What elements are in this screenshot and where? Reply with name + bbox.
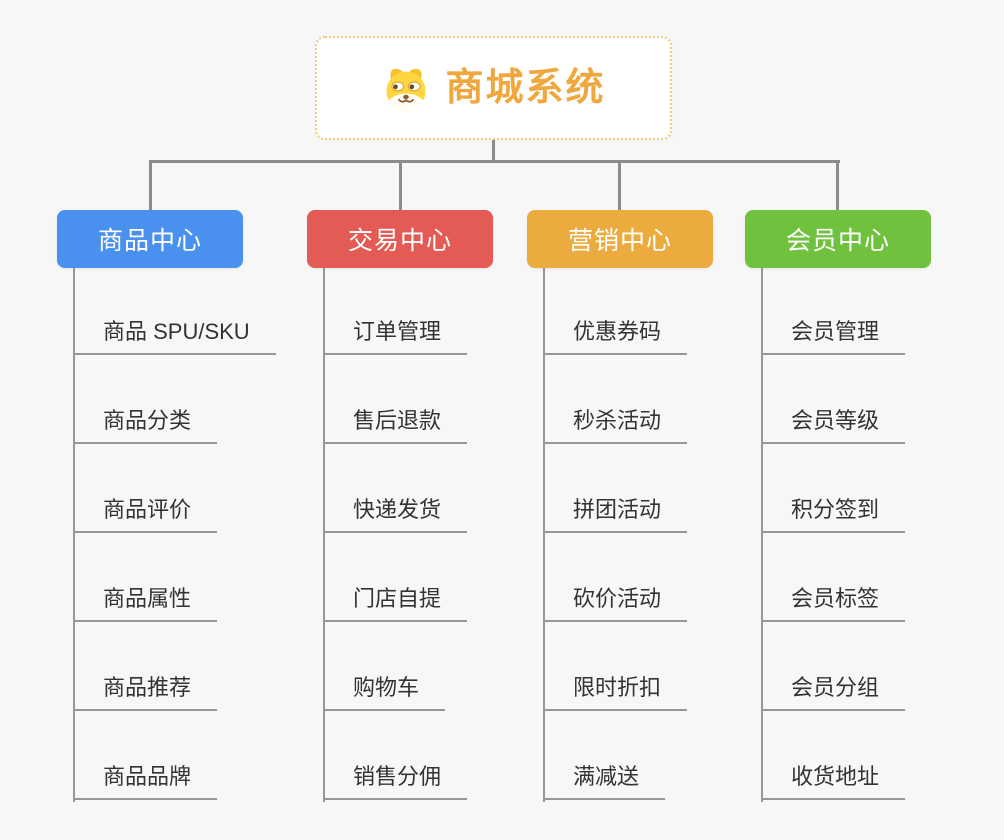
- node-member-group[interactable]: 会员分组: [761, 675, 906, 711]
- node-points-checkin[interactable]: 积分签到: [761, 497, 906, 533]
- branch-trunk-line: [323, 268, 325, 802]
- node-product-spu-sku[interactable]: 商品 SPU/SKU: [73, 319, 276, 355]
- node-coupon-code[interactable]: 优惠券码: [543, 319, 688, 355]
- root-title: 商城系统: [445, 67, 606, 109]
- node-shipping-address[interactable]: 收货地址: [761, 764, 906, 800]
- root-node-mall-system[interactable]: 商城系统: [315, 36, 672, 140]
- connector-horizontal-rail: [149, 160, 840, 163]
- branch-marketing-center: 营销中心 优惠券码 秒杀活动 拼团活动 砍价活动 限时折扣 满减送: [527, 210, 777, 810]
- node-member-management[interactable]: 会员管理: [761, 319, 906, 355]
- node-aftersale-refund[interactable]: 售后退款: [323, 408, 468, 444]
- node-product-recommend[interactable]: 商品推荐: [73, 675, 218, 711]
- connector-root-stem: [492, 140, 495, 161]
- node-product-brand[interactable]: 商品品牌: [73, 764, 218, 800]
- node-order-management[interactable]: 订单管理: [323, 319, 468, 355]
- connector-drop-product: [149, 160, 152, 213]
- node-sales-commission[interactable]: 销售分佣: [323, 764, 468, 800]
- branch-trade-center: 交易中心 订单管理 售后退款 快递发货 门店自提 购物车 销售分佣: [307, 210, 557, 810]
- node-store-pickup[interactable]: 门店自提: [323, 586, 468, 622]
- node-member-tag[interactable]: 会员标签: [761, 586, 906, 622]
- node-group-buy[interactable]: 拼团活动: [543, 497, 688, 533]
- branch-product-center: 商品中心 商品 SPU/SKU 商品分类 商品评价 商品属性 商品推荐 商品品牌: [57, 210, 307, 810]
- node-product-attribute[interactable]: 商品属性: [73, 586, 218, 622]
- node-member-level[interactable]: 会员等级: [761, 408, 906, 444]
- branch-trunk-line: [761, 268, 763, 802]
- branch-node-marketing-center[interactable]: 营销中心: [527, 210, 713, 268]
- branch-trunk-line: [73, 268, 75, 802]
- branch-node-trade-center[interactable]: 交易中心: [307, 210, 493, 268]
- node-shopping-cart[interactable]: 购物车: [323, 675, 446, 711]
- connector-drop-marketing: [618, 160, 621, 213]
- node-product-review[interactable]: 商品评价: [73, 497, 218, 533]
- branch-trunk-line: [543, 268, 545, 802]
- branch-node-member-center[interactable]: 会员中心: [745, 210, 931, 268]
- doge-face-icon: [386, 68, 427, 111]
- branch-node-product-center[interactable]: 商品中心: [57, 210, 243, 268]
- node-product-category[interactable]: 商品分类: [73, 408, 218, 444]
- node-flash-sale[interactable]: 秒杀活动: [543, 408, 688, 444]
- branch-member-center: 会员中心 会员管理 会员等级 积分签到 会员标签 会员分组 收货地址: [745, 210, 995, 810]
- node-bargain-activity[interactable]: 砍价活动: [543, 586, 688, 622]
- connector-drop-member: [836, 160, 839, 213]
- node-full-reduction[interactable]: 满减送: [543, 764, 666, 800]
- node-express-shipping[interactable]: 快递发货: [323, 497, 468, 533]
- connector-drop-trade: [399, 160, 402, 213]
- node-limited-time-discount[interactable]: 限时折扣: [543, 675, 688, 711]
